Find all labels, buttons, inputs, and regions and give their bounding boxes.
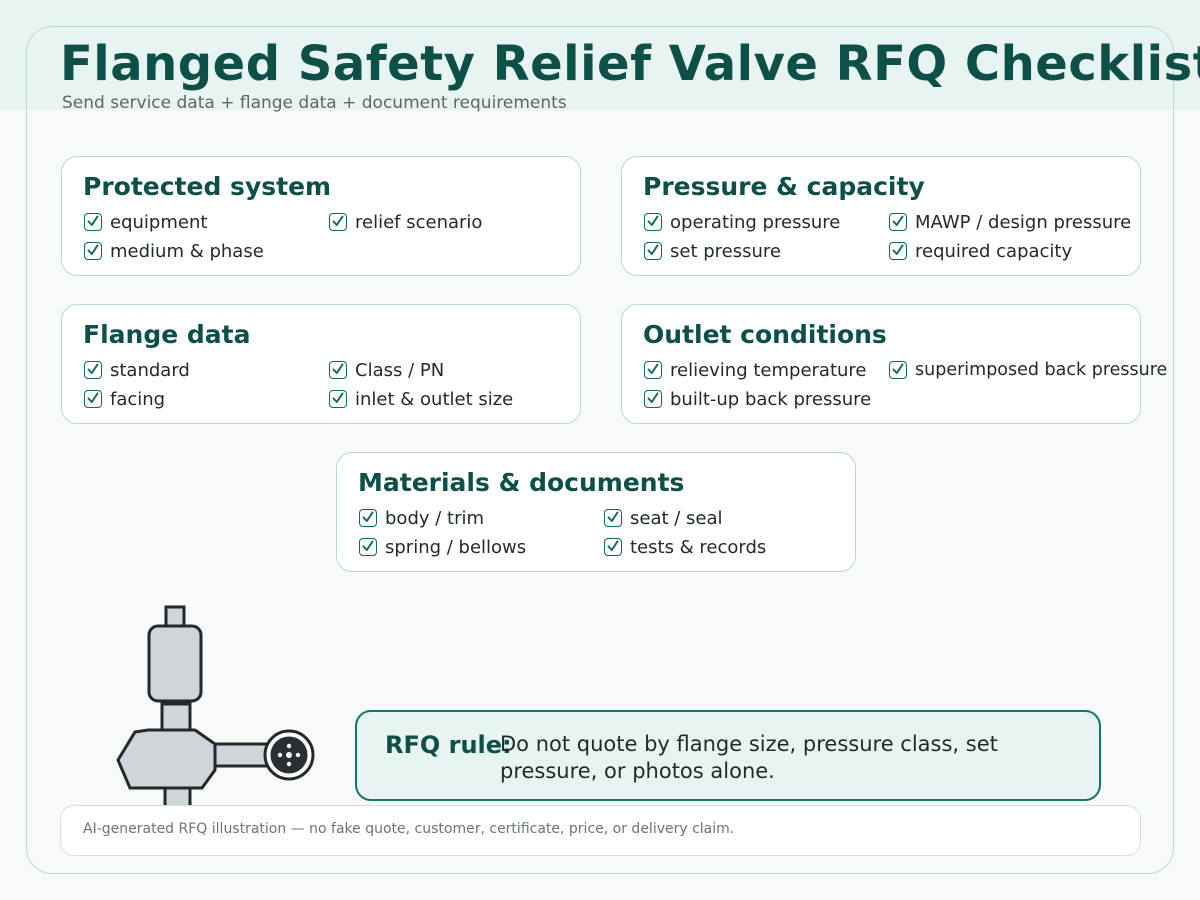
- checklist-item: equipment: [84, 211, 207, 233]
- checklist-item-label: set pressure: [670, 240, 781, 262]
- card-protected-system: Protected system equipment relief scenar…: [61, 156, 581, 276]
- checklist-item: superimposed back pressure: [889, 359, 1167, 381]
- card-title: Flange data: [83, 320, 251, 349]
- checklist-item-label: tests & records: [630, 536, 767, 558]
- valve-cap: [164, 605, 186, 628]
- checklist-item: spring / bellows: [359, 536, 526, 558]
- checklist-item-label: relieving temperature: [670, 359, 867, 381]
- checklist-item-label: relief scenario: [355, 211, 483, 233]
- card-outlet-conditions: Outlet conditions relieving temperature …: [621, 304, 1167, 424]
- card-materials-documents: Materials & documents body / trim seat /…: [336, 452, 856, 572]
- checkbox-checked-icon: [889, 361, 907, 379]
- footer-disclaimer-text: AI-generated RFQ illustration — no fake …: [83, 821, 735, 837]
- checkbox-checked-icon: [644, 242, 662, 260]
- rfq-rule-label: RFQ rule:: [385, 731, 512, 759]
- checklist-item: Class / PN: [329, 359, 444, 381]
- checklist-item: standard: [84, 359, 190, 381]
- safety-relief-valve-illustration: [116, 605, 315, 805]
- checklist-item: tests & records: [604, 536, 766, 558]
- checkbox-checked-icon: [359, 509, 377, 527]
- valve-bonnet: [147, 624, 203, 703]
- checklist-item-label: operating pressure: [670, 211, 841, 233]
- card-title: Materials & documents: [358, 468, 685, 497]
- page-title: Flanged Safety Relief Valve RFQ Checklis…: [60, 36, 1200, 92]
- rfq-rule-text: Do not quote by flange size, pressure cl…: [500, 732, 998, 783]
- checkbox-checked-icon: [644, 361, 662, 379]
- page-frame: [26, 26, 1174, 874]
- checklist-item: MAWP / design pressure: [889, 211, 1131, 233]
- checkbox-checked-icon: [889, 213, 907, 231]
- header-band: [0, 0, 1200, 110]
- valve-body: [116, 728, 217, 790]
- checkbox-checked-icon: [889, 242, 907, 260]
- checkbox-checked-icon: [84, 390, 102, 408]
- checklist-item-label: Class / PN: [355, 359, 445, 381]
- checkbox-checked-icon: [84, 361, 102, 379]
- checkbox-checked-icon: [644, 213, 662, 231]
- checklist-item: medium & phase: [84, 240, 264, 262]
- checkbox-checked-icon: [84, 242, 102, 260]
- checklist-item-label: medium & phase: [110, 240, 264, 262]
- checkbox-checked-icon: [84, 213, 102, 231]
- checklist-item-label: built-up back pressure: [670, 388, 872, 410]
- checkbox-checked-icon: [359, 538, 377, 556]
- checklist-item-label: superimposed back pressure: [915, 360, 1168, 380]
- checklist-item-label: MAWP / design pressure: [915, 211, 1132, 233]
- card-pressure-capacity: Pressure & capacity operating pressure M…: [621, 156, 1141, 276]
- checklist-item: built-up back pressure: [644, 388, 871, 410]
- checklist-item-label: spring / bellows: [385, 536, 527, 558]
- card-title: Protected system: [83, 172, 332, 201]
- checkbox-checked-icon: [604, 509, 622, 527]
- checklist-item: inlet & outlet size: [329, 388, 513, 410]
- checkbox-checked-icon: [329, 390, 347, 408]
- checklist-item-label: facing: [110, 388, 166, 410]
- checklist-item: set pressure: [644, 240, 781, 262]
- checklist-item: relieving temperature: [644, 359, 867, 381]
- checklist-item: seat / seal: [604, 507, 723, 529]
- card-flange-data: Flange data standard Class / PN facing i…: [61, 304, 581, 424]
- card-title: Pressure & capacity: [643, 172, 925, 201]
- rfq-rule-callout: RFQ rule: Do not quote by flange size, p…: [355, 710, 1101, 801]
- footer-disclaimer: AI-generated RFQ illustration — no fake …: [60, 805, 1141, 856]
- checklist-item: body / trim: [359, 507, 484, 529]
- checkbox-checked-icon: [329, 213, 347, 231]
- checklist-item-label: seat / seal: [630, 507, 723, 529]
- checklist-item: operating pressure: [644, 211, 840, 233]
- checkbox-checked-icon: [604, 538, 622, 556]
- checklist-item-label: inlet & outlet size: [355, 388, 514, 410]
- card-title: Outlet conditions: [643, 320, 887, 349]
- checkbox-checked-icon: [329, 361, 347, 379]
- page-subtitle: Send service data + flange data + docume…: [62, 93, 567, 113]
- checkbox-checked-icon: [644, 390, 662, 408]
- checklist-item-label: body / trim: [385, 507, 485, 529]
- checklist-item-label: required capacity: [915, 240, 1073, 262]
- checklist-item-label: equipment: [110, 211, 208, 233]
- checklist-item: required capacity: [889, 240, 1072, 262]
- checklist-item: facing: [84, 388, 165, 410]
- checklist-item: relief scenario: [329, 211, 482, 233]
- valve-yoke: [160, 702, 192, 732]
- checklist-item-label: standard: [110, 359, 190, 381]
